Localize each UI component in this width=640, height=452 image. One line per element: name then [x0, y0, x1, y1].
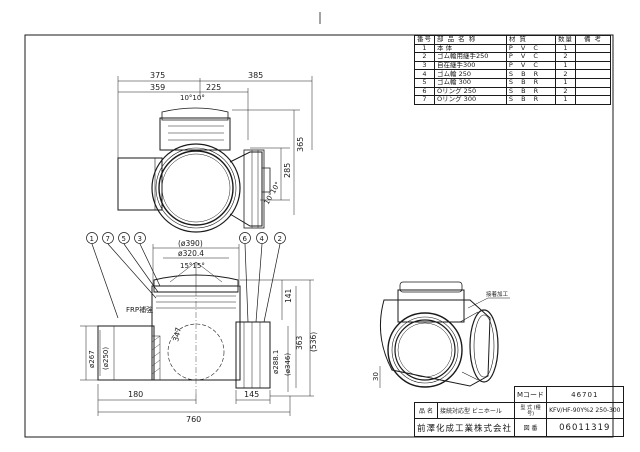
header-qty: 数量 [554, 35, 576, 45]
header-name: 部 品 名 称 [434, 35, 507, 45]
drawing-number: 06011319 [546, 418, 624, 437]
cell-name: ゴム輪 300 [434, 77, 507, 88]
cell-no: 1 [414, 43, 435, 54]
dim-30: 30 [372, 372, 380, 381]
cell-no: 4 [414, 69, 435, 79]
cell-material: P V C [505, 52, 556, 62]
title-block: Mコード 46701 品 名 接続対応型 ビニホール 型 式 (種号) KFV/… [413, 386, 624, 437]
balloon-5: 5 [122, 235, 126, 243]
cell-name: 本 体 [434, 43, 507, 54]
cell-no: 5 [414, 77, 435, 88]
dim-359: 359 [150, 83, 165, 92]
table-row: 7 Oリング 300 S B R 1 [414, 95, 612, 105]
cell-qty: 2 [554, 86, 576, 97]
cell-name: 自在継手300 [434, 60, 507, 71]
angle-front: 15°15° [180, 262, 205, 270]
dim-390: (ø390) [178, 239, 203, 248]
cell-remark [574, 52, 612, 62]
cell-material: S B R [505, 86, 556, 97]
header-no: 番号 [414, 35, 435, 45]
cell-no: 6 [414, 86, 435, 97]
dim-375: 375 [150, 71, 165, 80]
cell-no: 7 [414, 95, 435, 105]
name-value: 接続対応型 ビニホール [436, 402, 516, 419]
header-remark: 備 考 [574, 35, 612, 45]
dim-141: 141 [284, 288, 293, 303]
cell-name: Oリング 300 [434, 95, 507, 105]
cell-remark [574, 95, 612, 105]
table-row: 6 Oリング 250 S B R 2 [414, 86, 612, 97]
code-value: 46701 [546, 386, 624, 403]
cell-qty: 2 [554, 69, 576, 79]
dim-2881: ø288.1 [272, 350, 280, 374]
cell-remark [574, 69, 612, 79]
dim-363: 363 [295, 335, 304, 350]
dim-3204: ø320.4 [178, 249, 204, 258]
frp-label: FRP補強 [126, 305, 153, 314]
angle-right: 10°10° [263, 180, 282, 206]
balloon-7: 7 [106, 235, 110, 243]
cell-qty: 1 [554, 43, 576, 54]
isometric-view: 接着加工 30 [372, 281, 510, 388]
top-view: 375 385 359 225 10°10° 365 285 10°10° [117, 71, 313, 233]
balloon-6: 6 [243, 235, 248, 243]
dim-180: 180 [128, 390, 143, 399]
table-row: 2 ゴム輪用継手250 P V C 2 [414, 52, 612, 62]
dim-250: (ø250) [102, 347, 110, 370]
cell-name: ゴム輪 250 [434, 69, 507, 79]
cell-remark [574, 60, 612, 71]
cell-name: Oリング 250 [434, 86, 507, 97]
cell-no: 2 [414, 52, 435, 62]
balloon-2: 2 [278, 235, 282, 243]
drawing-label: 図 番 [514, 418, 548, 437]
cell-no: 3 [414, 60, 435, 71]
balloon-4: 4 [260, 235, 265, 243]
table-row: 5 ゴム輪 300 S B R 1 [414, 77, 612, 88]
dim-285: 285 [283, 163, 292, 178]
header-material: 材 質 [505, 35, 556, 45]
table-row: 4 ゴム輪 250 S B R 2 [414, 69, 612, 79]
parts-table: 番号 部 品 名 称 材 質 数量 備 考 1 本 体 P V C 1 2 ゴム… [414, 35, 612, 105]
cell-remark [574, 43, 612, 54]
table-row: 3 自在継手300 P V C 1 [414, 60, 612, 71]
iso-label: 接着加工 [486, 290, 509, 298]
cell-qty: 2 [554, 52, 576, 62]
cell-name: ゴム輪用継手250 [434, 52, 507, 62]
drawing-border [24, 34, 614, 438]
dim-760: 760 [186, 415, 201, 424]
model-label: 型 式 (種号) [514, 402, 548, 419]
cell-remark [574, 77, 612, 88]
cell-material: P V C [505, 60, 556, 71]
cell-remark [574, 86, 612, 97]
dim-536: (536) [309, 332, 318, 352]
dim-385: 385 [248, 71, 263, 80]
company-name: 前澤化成工業株式会社 [413, 418, 516, 437]
code-label: Mコード [514, 386, 548, 403]
balloon-1: 1 [90, 235, 94, 243]
cell-material: S B R [505, 95, 556, 105]
cell-material: S B R [505, 69, 556, 79]
dim-267: ø267 [88, 350, 96, 368]
angle-top: 10°10° [180, 94, 205, 102]
cell-qty: 1 [554, 95, 576, 105]
dim-365: 365 [296, 137, 305, 152]
cell-material: S B R [505, 77, 556, 88]
dim-346: (ø346) [284, 353, 292, 376]
cell-qty: 1 [554, 77, 576, 88]
name-label: 品 名 [414, 402, 438, 419]
dim-145: 145 [244, 390, 259, 399]
front-view: 1 7 5 3 6 4 2 (ø390) ø320.4 15°15° [80, 232, 318, 424]
model-value: KFV/HF-90Y%2 250-300 [546, 402, 624, 419]
table-row: 1 本 体 P V C 1 [414, 43, 612, 54]
balloon-3: 3 [138, 235, 142, 243]
parts-table-header: 番号 部 品 名 称 材 質 数量 備 考 [414, 35, 612, 45]
dim-225: 225 [206, 83, 221, 92]
cell-material: P V C [505, 43, 556, 54]
cell-qty: 1 [554, 60, 576, 71]
dim-347: 347 [171, 326, 183, 342]
